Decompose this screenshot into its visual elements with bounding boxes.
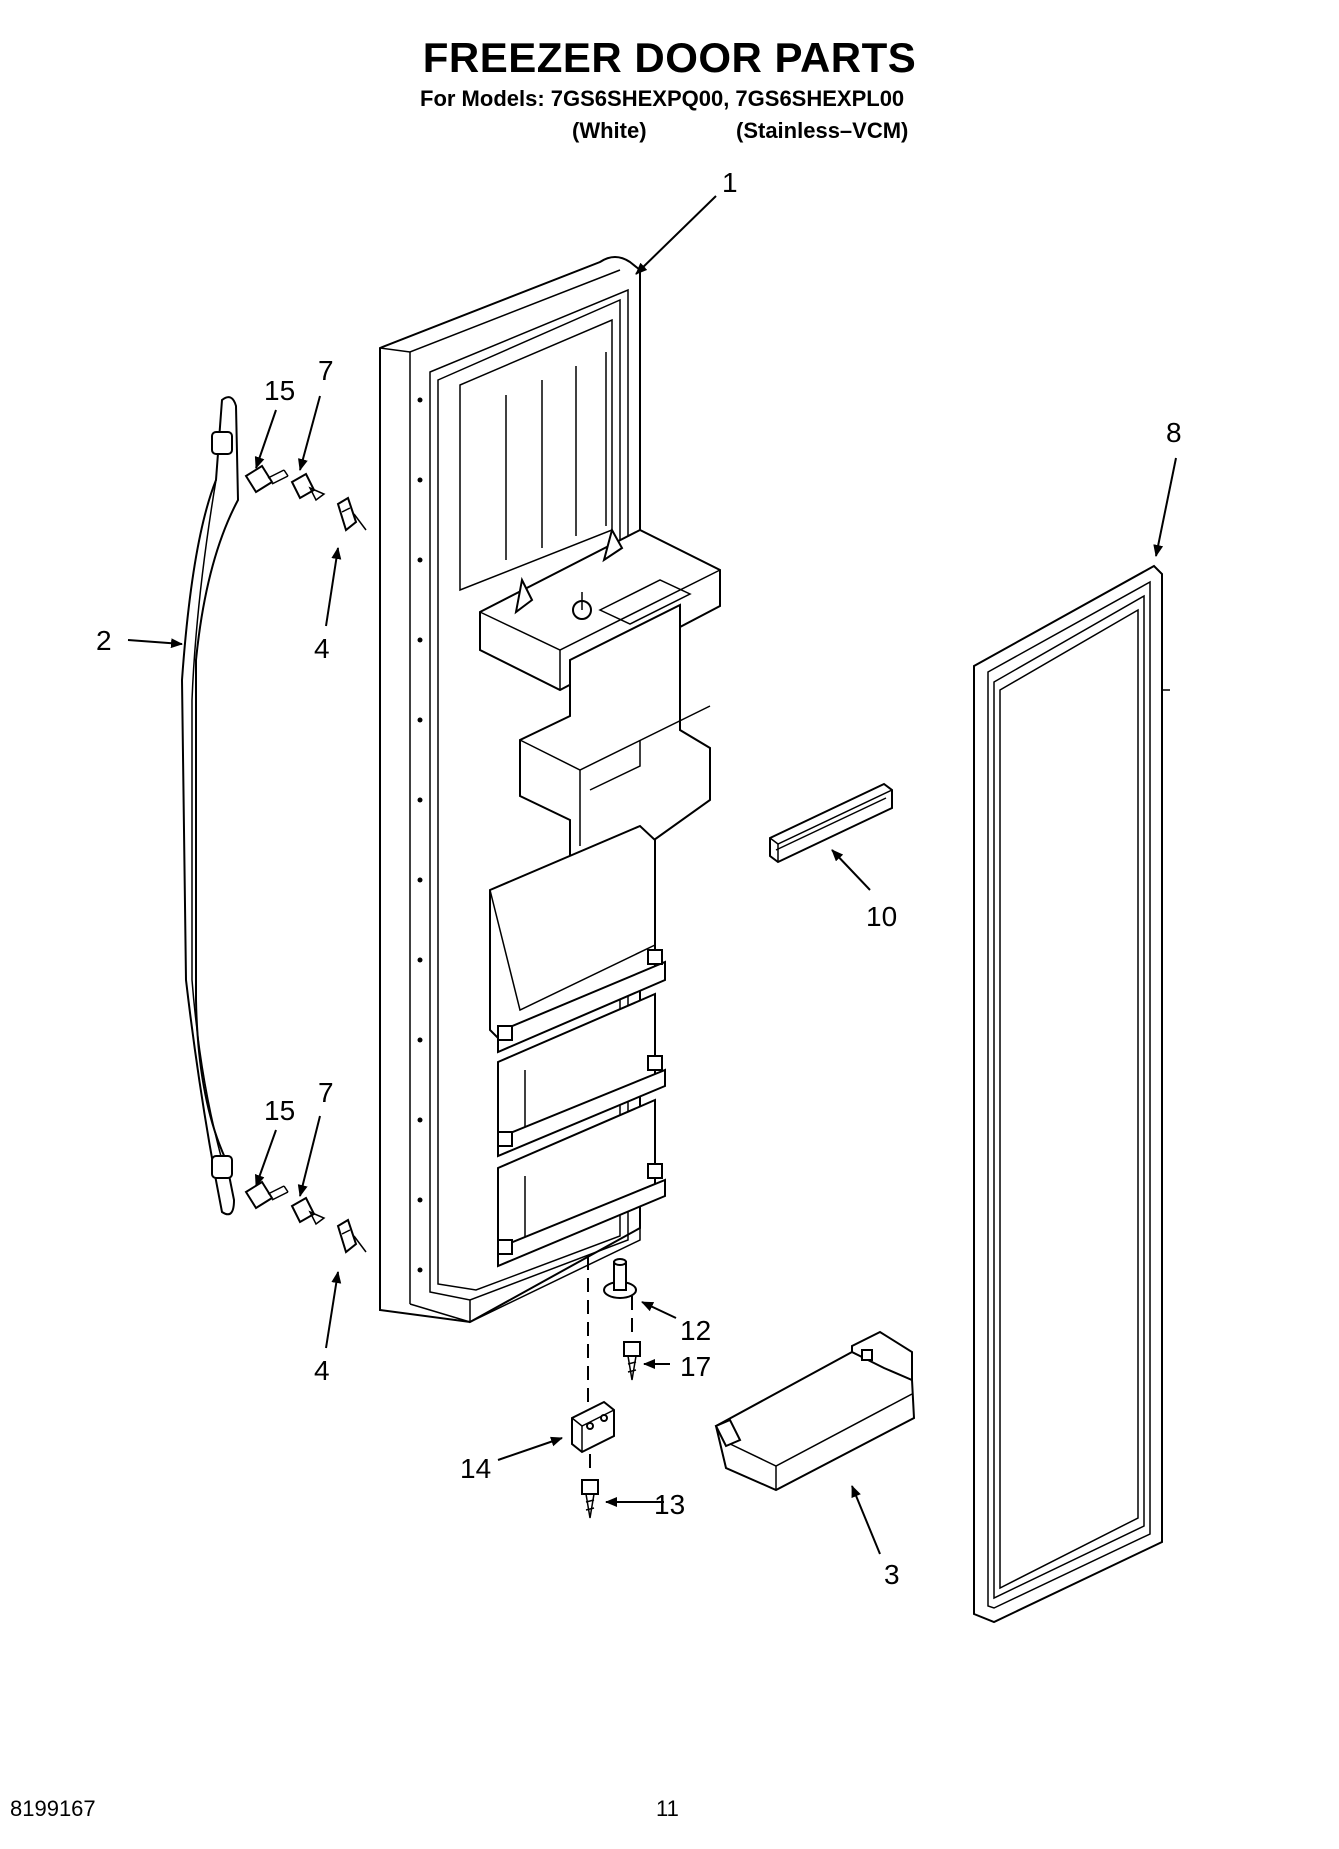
callout-2: 2 (96, 625, 112, 656)
callout-17: 17 (680, 1351, 711, 1382)
freezer-door-part (379, 256, 721, 1324)
trim-strip-part (769, 782, 893, 864)
callout-15-bottom: 15 (264, 1095, 295, 1126)
screw-7-bottom (290, 1196, 326, 1226)
screw-15-top (244, 464, 289, 494)
callout-7-bottom: 7 (318, 1077, 334, 1108)
callout-8: 8 (1166, 417, 1182, 448)
page-number: 11 (656, 1796, 679, 1821)
clip-4-bottom (336, 1218, 367, 1254)
callout-leaders (127, 195, 1177, 1555)
callout-14: 14 (460, 1453, 491, 1484)
screw-17 (623, 1341, 641, 1381)
callout-10: 10 (866, 901, 897, 932)
variant-white: (White) (572, 118, 647, 143)
callout-12: 12 (680, 1315, 711, 1346)
callout-4-bottom: 4 (314, 1355, 330, 1386)
door-handle-part (180, 396, 240, 1216)
door-screw-holes (417, 397, 423, 1273)
screw-15-bottom (244, 1180, 289, 1210)
variant-stainless: (Stainless–VCM) (736, 118, 909, 143)
callout-1: 1 (722, 167, 738, 198)
page-title: FREEZER DOOR PARTS (422, 34, 917, 81)
hinge-part (571, 1400, 615, 1454)
door-gasket-part (973, 564, 1170, 1624)
document-number: 8199167 (10, 1796, 96, 1821)
door-bin-part (714, 1330, 916, 1492)
models-line: For Models: 7GS6SHEXPQ00, 7GS6SHEXPL00 (420, 86, 905, 111)
callout-13: 13 (654, 1489, 685, 1520)
hinge-pin-part (603, 1258, 637, 1299)
callout-7-top: 7 (318, 355, 334, 386)
screw-7-top (290, 472, 326, 502)
clip-4-top (336, 496, 367, 532)
screw-13 (581, 1479, 599, 1519)
callout-3: 3 (884, 1559, 900, 1590)
callout-4-top: 4 (314, 633, 330, 664)
callout-15-top: 15 (264, 375, 295, 406)
